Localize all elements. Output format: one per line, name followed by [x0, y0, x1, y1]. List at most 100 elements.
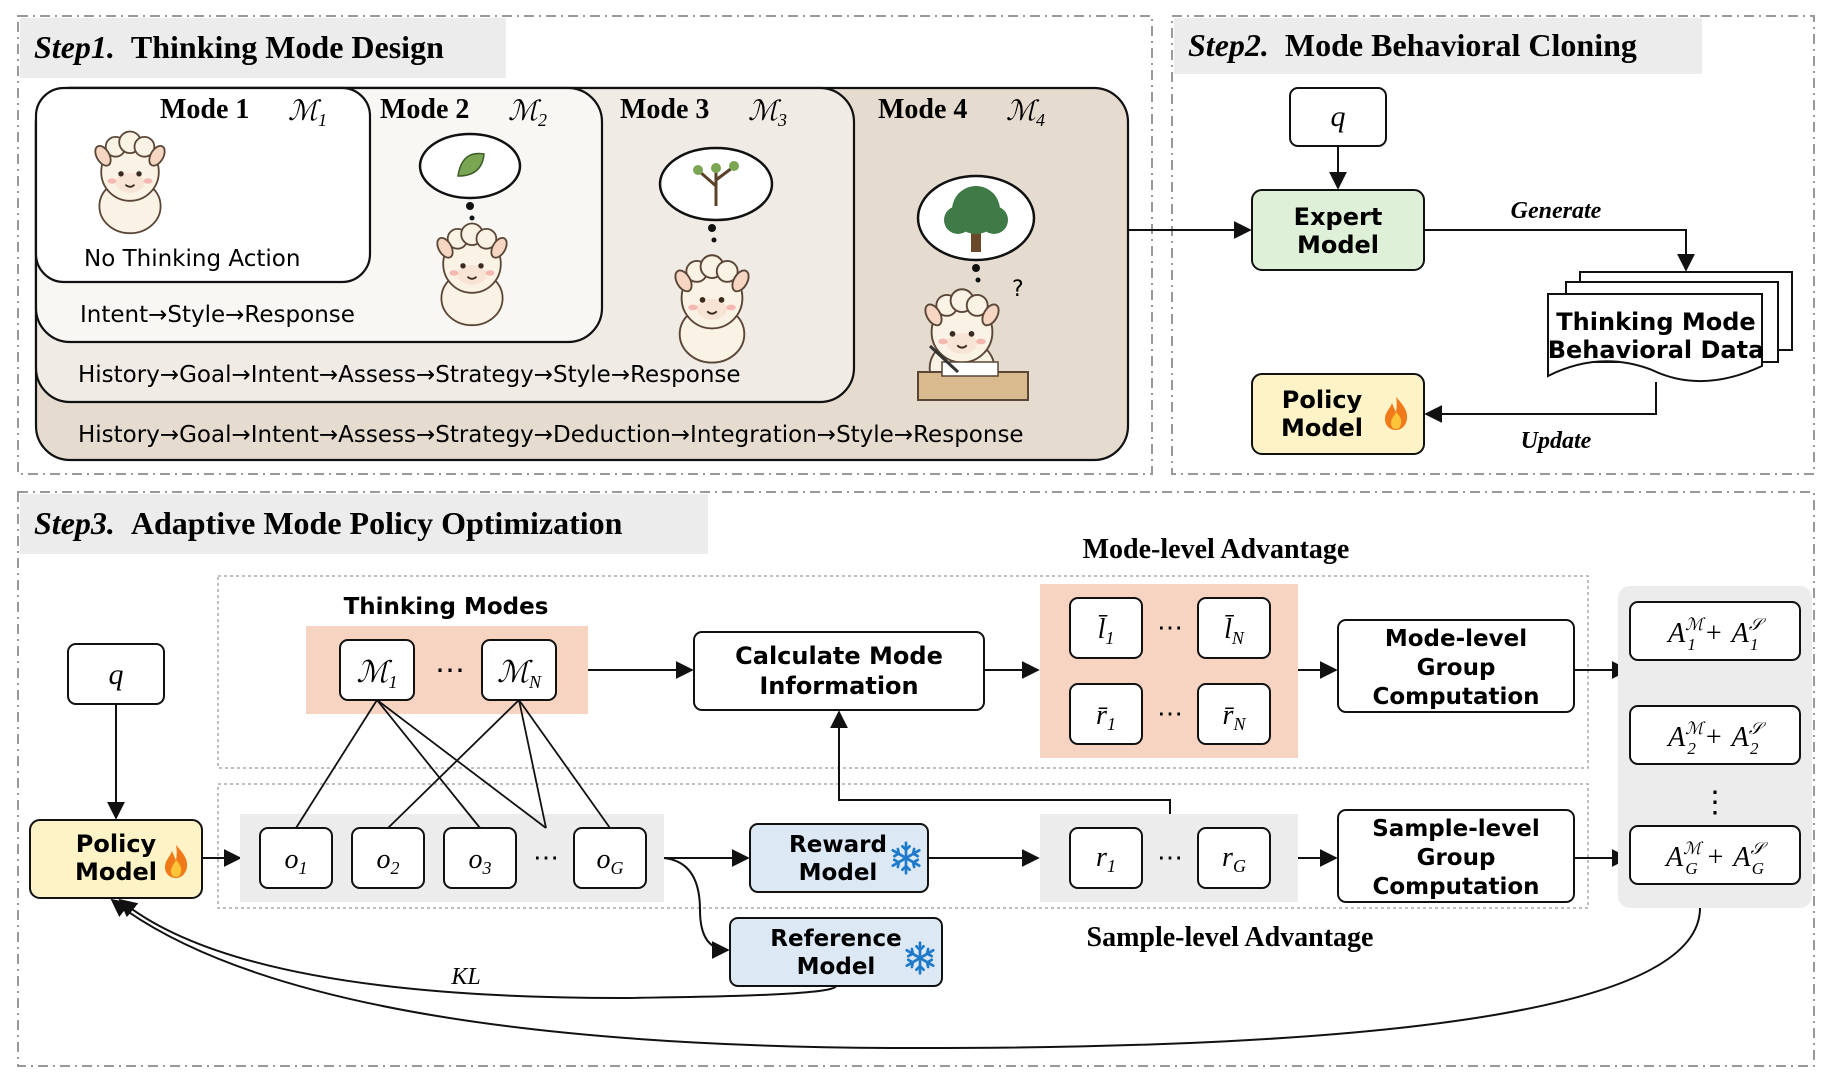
svg-text:rG: rG — [1222, 842, 1246, 876]
outputs-ellipsis: ⋯ — [533, 843, 559, 872]
step1-panel: Step1. Thinking Mode Design Mode 1 ℳ1 Mo… — [17, 15, 1153, 475]
output-g-label: o — [597, 844, 611, 875]
step2-policy-line1: Policy — [1282, 386, 1363, 414]
advantage-2-box — [1629, 705, 1801, 765]
svg-text:o3: o3 — [469, 844, 492, 878]
output-3-label: o — [469, 844, 483, 875]
lbar-1-label: l̄ — [1098, 614, 1108, 645]
lbar-1-box — [1069, 597, 1143, 659]
sample-group-line3: Computation — [1372, 874, 1539, 900]
svg-text:ℳ4: ℳ4 — [1006, 96, 1045, 130]
svg-text:ℳ2: ℳ2 — [508, 96, 547, 130]
modes-ellipsis: ⋯ — [435, 654, 465, 687]
desk-notebook-icon — [917, 344, 1029, 401]
step2-title: Mode Behavioral Cloning — [1285, 27, 1637, 63]
step2-panel: Step2. Mode Behavioral Cloning q Expert … — [1171, 15, 1815, 475]
reward-ellipsis: ⋯ — [1157, 843, 1183, 872]
mode1-label: Mode 1 — [160, 94, 249, 125]
mode-1-symbol: ℳ — [356, 656, 392, 689]
mode1-box — [34, 86, 372, 284]
reward-line2: Model — [799, 860, 878, 886]
mode2-symbol: ℳ — [508, 96, 542, 127]
update-label: Update — [1521, 428, 1592, 454]
mode3-symbol: ℳ — [748, 96, 782, 127]
mode2-label: Mode 2 — [380, 94, 469, 125]
svg-text:ℳ1: ℳ1 — [356, 656, 397, 692]
data-line1: Thinking Mode — [1556, 308, 1755, 336]
rbar-1-box — [1069, 683, 1143, 745]
step1-title-prefix: Step1. — [34, 29, 115, 65]
rbar-ellipsis: ⋯ — [1157, 699, 1183, 728]
advantage-1-box — [1629, 601, 1801, 661]
expert-model-line2: Model — [1297, 231, 1379, 259]
step3-title-prefix: Step3. — [34, 505, 115, 541]
alpaca-mode2-icon — [433, 222, 511, 327]
rbar-1-label: r̄ — [1096, 700, 1108, 731]
svg-text:Step3. Adaptive Mode Pol: Step3. Adaptive Mode Policy Optimization — [34, 505, 623, 541]
thinking-modes-title: Thinking Modes — [344, 594, 549, 620]
thought-leaf-icon — [418, 132, 522, 221]
rbar-n-label: r̄ — [1223, 700, 1235, 731]
mode1-chain: No Thinking Action — [84, 246, 300, 272]
svg-text:ℳ1: ℳ1 — [288, 96, 327, 130]
step3-policy-line1: Policy — [76, 830, 157, 858]
rbar-n-box — [1197, 683, 1271, 745]
svg-text:ℳN: ℳN — [497, 656, 542, 692]
alpaca-mode3-icon — [671, 254, 753, 364]
step3-panel: Step3. Adaptive Mode Policy Optimization… — [17, 491, 1815, 1067]
svg-text:r1: r1 — [1096, 842, 1116, 876]
step3-query: q — [109, 658, 124, 691]
mode-group-line1: Mode-level — [1385, 626, 1527, 652]
calc-mode-line1: Calculate Mode — [735, 642, 943, 670]
svg-text:Step1. Thinking Mode Des: Step1. Thinking Mode Design — [34, 29, 444, 65]
mode4-chain: History→Goal→Intent→Assess→Strategy→Dedu… — [78, 422, 1024, 448]
mode3-chain: History→Goal→Intent→Assess→Strategy→Styl… — [78, 362, 741, 388]
mode-group-line2: Group — [1417, 655, 1496, 681]
mode4-label: Mode 4 — [878, 94, 967, 125]
thought-sprout-icon — [658, 146, 774, 243]
svg-text:r̄1: r̄1 — [1096, 700, 1116, 734]
advantage-g-box — [1629, 825, 1801, 885]
mode4-symbol: ℳ — [1006, 96, 1040, 127]
svg-text:l̄N: l̄N — [1224, 614, 1245, 648]
svg-text:oG: oG — [597, 844, 624, 878]
mode3-label: Mode 3 — [620, 94, 709, 125]
lbar-n-label: l̄ — [1224, 614, 1234, 645]
thought-tree-icon — [916, 174, 1036, 283]
advantage-vdots: ⋮ — [1700, 786, 1730, 819]
svg-text:o2: o2 — [377, 844, 400, 878]
lbar-n-box — [1197, 597, 1271, 659]
alpaca-mode1-icon — [91, 130, 169, 235]
output-2-label: o — [377, 844, 391, 875]
mode-output-links — [295, 699, 611, 829]
data-line2: Behavioral Data — [1548, 336, 1765, 364]
mode-n-symbol: ℳ — [497, 656, 533, 689]
mode2-chain: Intent→Style→Response — [80, 302, 355, 328]
step2-title-prefix: Step2. — [1188, 27, 1269, 63]
behavioral-data-stack — [1547, 271, 1793, 383]
reward-g-label: r — [1222, 842, 1233, 873]
step2-policy-box — [1251, 373, 1425, 455]
lbar-ellipsis: ⋯ — [1157, 613, 1183, 642]
sample-adv-title: Sample-level Advantage — [1087, 922, 1374, 953]
step2-policy-line2: Model — [1281, 414, 1363, 442]
sample-group-box — [1337, 809, 1575, 903]
reward-line1: Reward — [789, 832, 887, 858]
output-1-label: o — [285, 844, 299, 875]
mode-group-box — [1337, 619, 1575, 713]
step3-policy-line2: Model — [75, 858, 157, 886]
generate-label: Generate — [1511, 198, 1602, 224]
ref-line1: Reference — [770, 926, 901, 952]
sample-group-line2: Group — [1417, 845, 1496, 871]
reward-1-label: r — [1096, 842, 1107, 873]
svg-text:?: ? — [1012, 277, 1024, 302]
kl-label: KL — [450, 964, 480, 990]
reward-1-box — [1069, 827, 1143, 889]
svg-text:o1: o1 — [285, 844, 308, 878]
ref-line2: Model — [797, 954, 876, 980]
mode-adv-title: Mode-level Advantage — [1083, 534, 1350, 565]
